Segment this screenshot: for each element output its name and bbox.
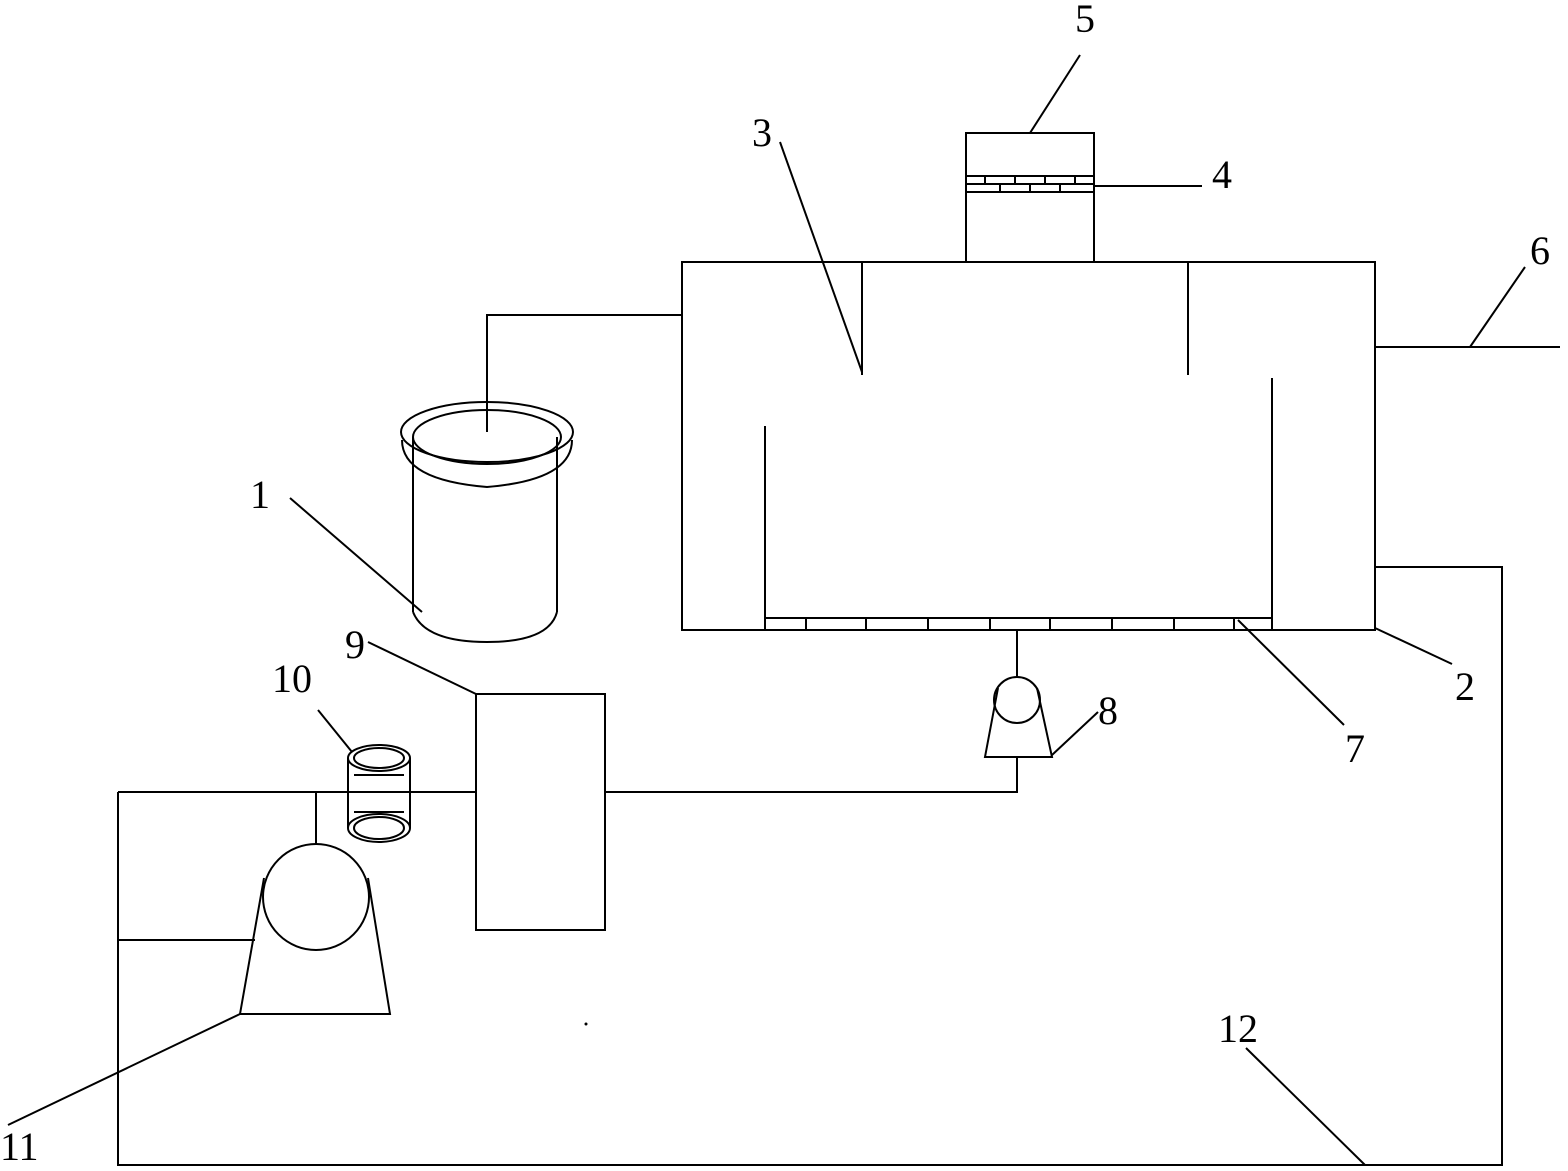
- leader-6: [1469, 266, 1526, 348]
- leader-10: [317, 709, 353, 753]
- feed-pipe: [486, 314, 682, 432]
- label-1: 1: [250, 472, 270, 517]
- label-6: 6: [1530, 228, 1550, 273]
- leader-7: [1237, 619, 1345, 726]
- label-2: 2: [1455, 664, 1475, 709]
- leader-11: [7, 1013, 241, 1126]
- label-11: 11: [0, 1124, 39, 1169]
- pump-8: [983, 630, 1054, 758]
- leader-9: [367, 641, 477, 695]
- dot-mark: [584, 1022, 588, 1026]
- leader-1: [289, 497, 423, 613]
- container-1: [400, 401, 574, 644]
- pump-pipe: [605, 757, 1018, 793]
- chimney-5: [965, 132, 1095, 263]
- label-4: 4: [1212, 152, 1232, 197]
- leader-12: [1245, 1047, 1366, 1166]
- flowmeter-10: [347, 744, 411, 843]
- leader-5: [1029, 54, 1081, 134]
- pump-11: [238, 792, 392, 1015]
- unit-9: [475, 693, 606, 931]
- label-9: 9: [345, 622, 365, 667]
- label-3: 3: [752, 110, 772, 155]
- return-loop-12: [117, 566, 1503, 1166]
- label-7: 7: [1345, 726, 1365, 771]
- label-5: 5: [1075, 0, 1095, 41]
- leader-3: [779, 141, 863, 373]
- aeration-plate-7: [765, 617, 1272, 630]
- label-8: 8: [1098, 688, 1118, 733]
- leader-8: [1051, 711, 1099, 756]
- label-10: 10: [272, 656, 312, 701]
- filter-layer-4: [966, 175, 1094, 193]
- leader-2: [1374, 627, 1453, 665]
- label-12: 12: [1218, 1006, 1258, 1051]
